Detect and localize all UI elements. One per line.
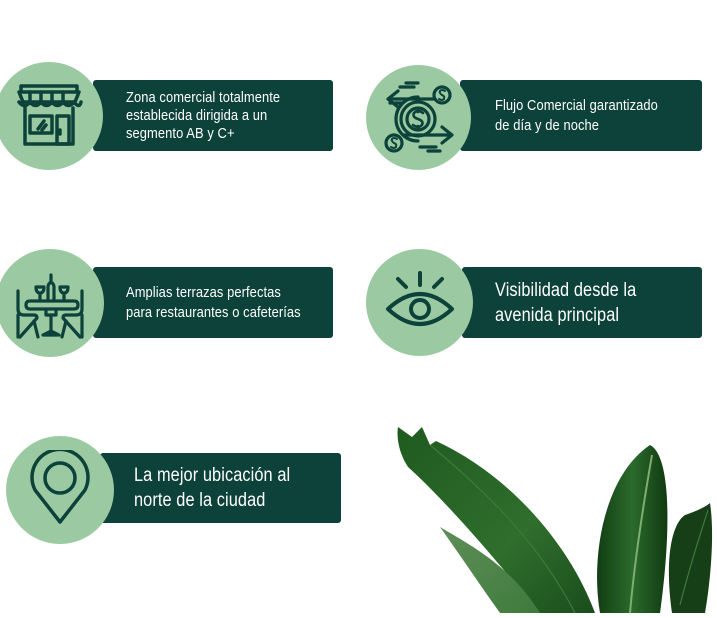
feature-text: Visibilidad desde la avenida principal [495, 279, 637, 326]
feature-text: Amplias terrazas perfectas para restaura… [126, 283, 301, 321]
feature-text-box: Amplias terrazas perfectas para restaura… [93, 267, 333, 338]
location-pin-icon [6, 436, 114, 544]
feature-text: Zona comercial totalmente establecida di… [126, 88, 281, 142]
feature-text: La mejor ubicación al norte de la ciudad [134, 465, 291, 511]
feature-text-box: Visibilidad desde la avenida principal [462, 267, 702, 338]
storefront-icon [0, 62, 103, 170]
plant-leaves-image [390, 415, 717, 614]
feature-text-box: Flujo Comercial garantizado de día y de … [460, 80, 702, 151]
feature-text-box: La mejor ubicación al norte de la ciudad [100, 453, 341, 523]
restaurant-table-icon [0, 249, 104, 357]
feature-text: Flujo Comercial garantizado de día y de … [495, 96, 658, 134]
feature-text-box: Zona comercial totalmente establecida di… [93, 80, 333, 151]
money-flow-icon [366, 65, 471, 170]
eye-icon [366, 249, 473, 356]
